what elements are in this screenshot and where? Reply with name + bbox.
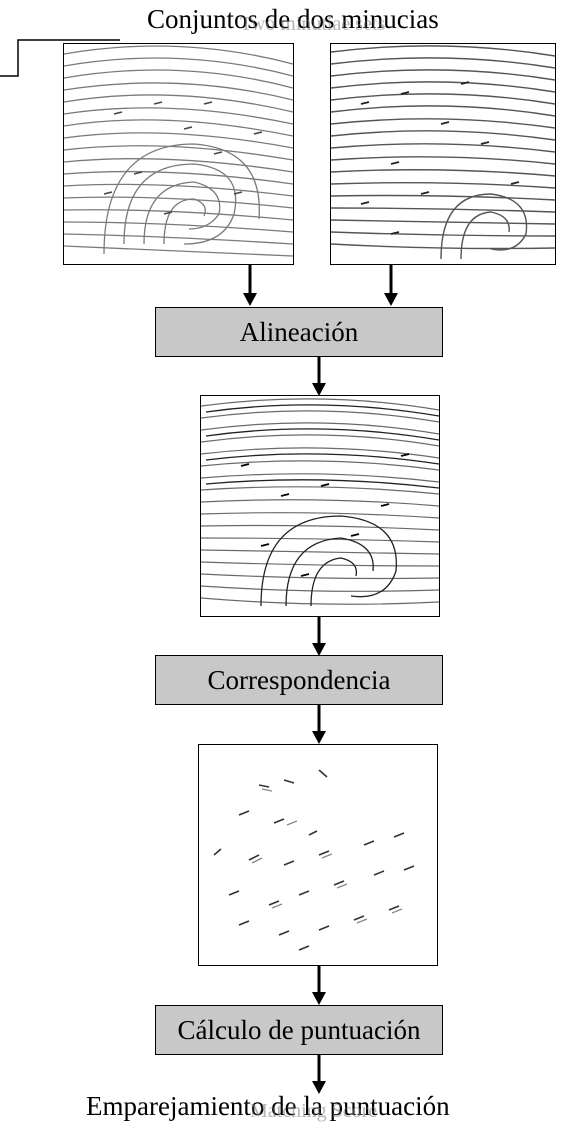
fingerprint-image-1 bbox=[63, 43, 294, 265]
matched-minutiae-panel bbox=[198, 744, 438, 966]
step-score-computation-box: Cálculo de puntuación bbox=[155, 1005, 443, 1055]
arrow-pairs-to-score bbox=[312, 966, 326, 1005]
step-correspondence-label: Correspondencia bbox=[207, 664, 391, 695]
step-alignment-label: Alineación bbox=[239, 316, 359, 347]
aligned-fingerprint-overlay bbox=[200, 395, 440, 617]
arrow-correspondence-to-pairs bbox=[312, 705, 326, 744]
fingerprint-image-2 bbox=[330, 43, 556, 265]
step-correspondence-box: Correspondencia bbox=[155, 655, 443, 705]
bracket-connector bbox=[0, 39, 120, 77]
arrow-fp2-to-alignment bbox=[384, 265, 398, 306]
diagram-title-overlay: Two minutiae sets bbox=[240, 13, 386, 35]
arrow-score-to-output bbox=[312, 1055, 326, 1094]
arrow-alignment-to-overlay bbox=[312, 357, 326, 396]
output-label: Emparejamiento de la puntuación bbox=[86, 1091, 450, 1121]
step-alignment-box: Alineación bbox=[155, 307, 443, 357]
step-score-computation-label: Cálculo de puntuación bbox=[177, 1014, 421, 1045]
arrow-fp1-to-alignment bbox=[243, 265, 257, 306]
arrow-overlay-to-correspondence bbox=[312, 617, 326, 656]
diagram-title: Conjuntos de dos minucias bbox=[147, 4, 439, 34]
output-label-overlay: Matching Score bbox=[250, 1100, 378, 1122]
